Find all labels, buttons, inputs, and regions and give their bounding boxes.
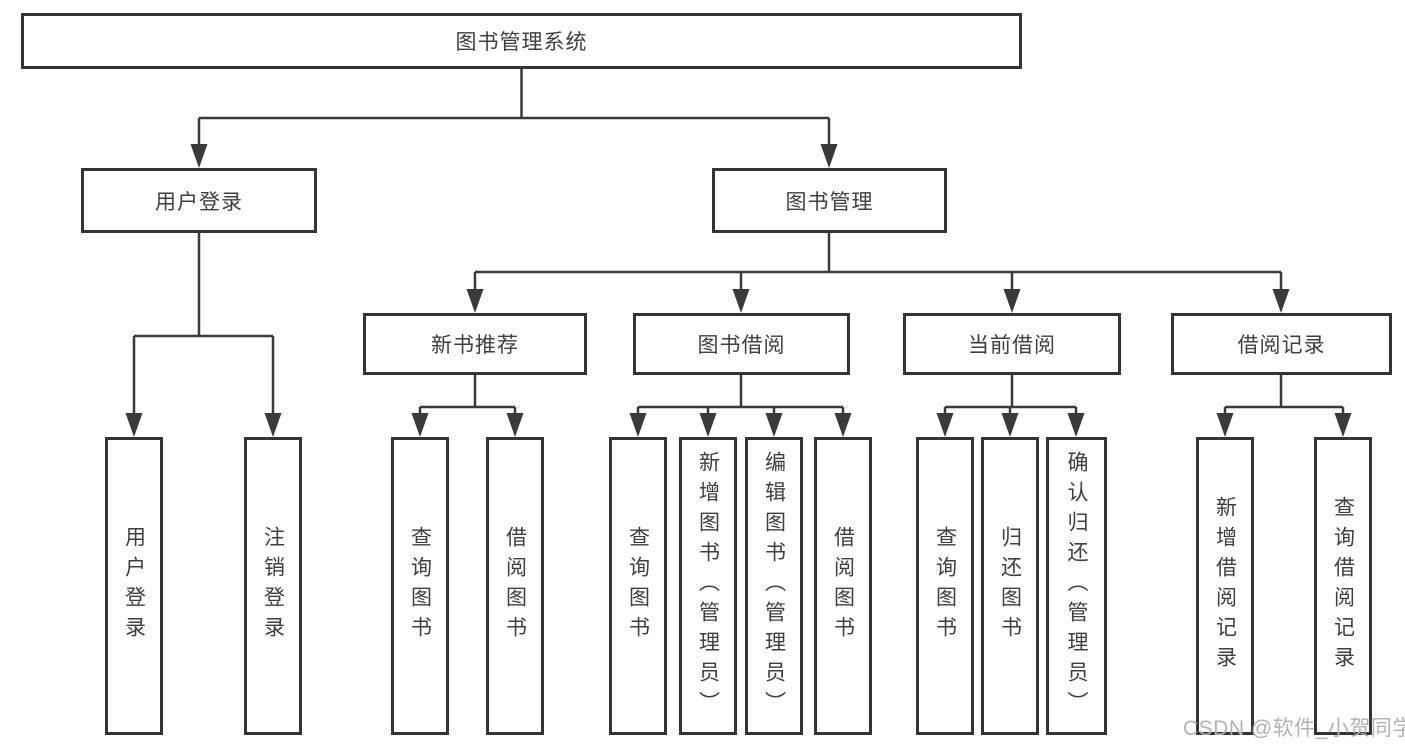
- node-user-login: 用户登录: [81, 168, 317, 233]
- node-label: 归还图书: [998, 526, 1022, 646]
- node-label: 借阅图书: [831, 526, 855, 646]
- node-leaf-borrow-books-2: 借阅图书: [814, 437, 872, 735]
- node-leaf-confirm-return-admin: 确认归还（管理员）: [1046, 437, 1107, 735]
- node-label: 查询图书: [626, 526, 650, 646]
- node-label: 用户登录: [122, 526, 146, 646]
- node-leaf-add-books-admin: 新增图书（管理员）: [679, 437, 737, 735]
- node-leaf-user-login: 用户登录: [105, 437, 163, 735]
- node-leaf-query-borrow-record: 查询借阅记录: [1314, 437, 1372, 735]
- watermark: CSDN @软件_小贺同学: [1183, 717, 1405, 740]
- node-label: 注销登录: [261, 526, 285, 646]
- node-leaf-edit-books-admin: 编辑图书（管理员）: [745, 437, 803, 735]
- node-system-root: 图书管理系统: [21, 13, 1022, 69]
- node-label: 新增借阅记录: [1213, 496, 1237, 676]
- node-label: 查询借阅记录: [1331, 496, 1355, 676]
- node-leaf-query-books-2: 查询图书: [609, 437, 667, 735]
- node-label: 查询图书: [408, 526, 432, 646]
- node-borrowing-records: 借阅记录: [1171, 313, 1392, 375]
- node-leaf-logout: 注销登录: [244, 437, 302, 735]
- node-label: 新增图书（管理员）: [696, 451, 720, 721]
- node-book-borrowing: 图书借阅: [633, 313, 850, 375]
- node-leaf-return-books: 归还图书: [981, 437, 1039, 735]
- node-new-book-recommend: 新书推荐: [363, 313, 587, 375]
- node-leaf-query-books-1: 查询图书: [391, 437, 449, 735]
- node-label: 确认归还（管理员）: [1065, 451, 1088, 721]
- node-label: 查询图书: [933, 526, 957, 646]
- node-label: 编辑图书（管理员）: [762, 451, 786, 721]
- node-leaf-add-borrow-record: 新增借阅记录: [1196, 437, 1254, 735]
- node-current-borrowing: 当前借阅: [903, 313, 1121, 375]
- node-leaf-borrow-books-1: 借阅图书: [486, 437, 544, 735]
- node-label: 借阅图书: [503, 526, 527, 646]
- arrowhead-icons: [125, 144, 1352, 437]
- node-book-management: 图书管理: [712, 168, 947, 233]
- node-leaf-query-books-3: 查询图书: [916, 437, 974, 735]
